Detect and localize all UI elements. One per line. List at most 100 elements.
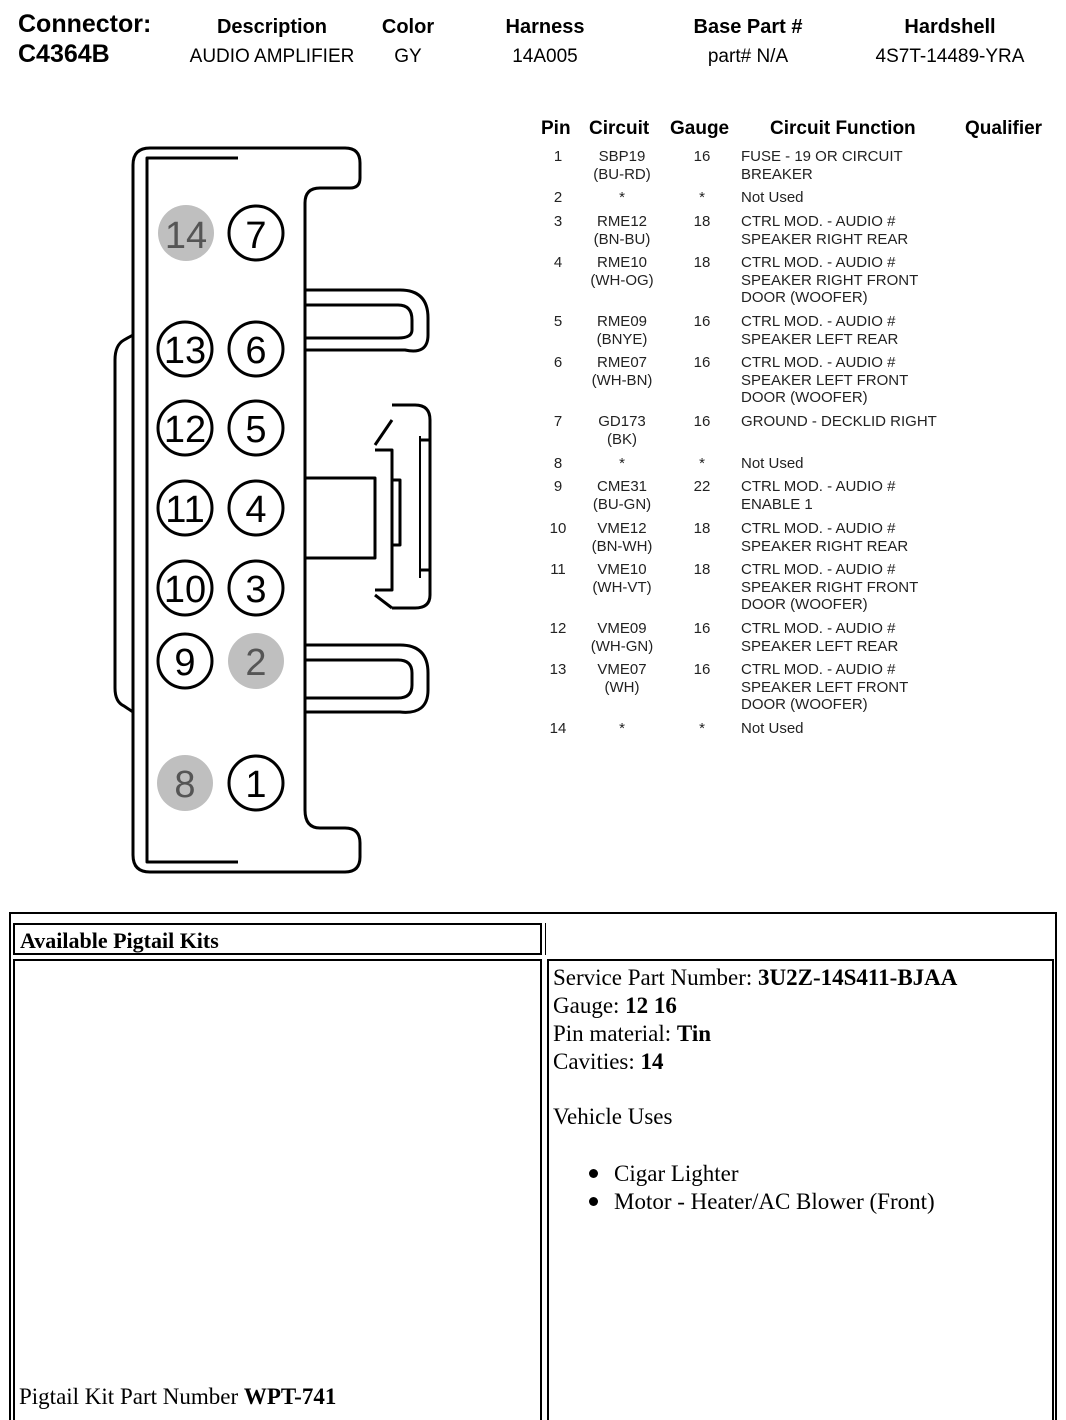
gauge-column-header: Gauge [670,118,730,139]
pin-cavity-3: 3 [227,559,285,617]
circuit-function: CTRL MOD. - AUDIO # SPEAKER LEFT FRONT D… [741,354,909,406]
circuit-code: * [619,720,625,737]
circuit-function: Not Used [741,455,804,472]
function-column-header: Circuit Function [770,118,916,139]
cavities-value: 14 [640,1049,664,1074]
description-header: Description [216,16,328,38]
circuit-function: CTRL MOD. - AUDIO # SPEAKER LEFT REAR [741,313,899,348]
circuit-function: CTRL MOD. - AUDIO # SPEAKER RIGHT FRONT … [741,561,919,613]
wire-gauge: 16 [693,354,711,371]
pin-number: 9 [553,478,563,495]
pigtail-kits-frame [9,912,1057,1420]
circuit-function: CTRL MOD. - AUDIO # SPEAKER RIGHT REAR [741,213,909,248]
pin-cavity-11: 11 [156,479,214,537]
svg-text:8: 8 [174,764,195,806]
pin-number: 1 [553,148,563,165]
pin-cavity-13: 13 [156,320,214,378]
pin-cavity-2: 2 [228,633,284,689]
pin-number: 6 [553,354,563,371]
hardshell-value: 4S7T-14489-YRA [875,46,1025,67]
pigtail-kit-part-number: Pigtail Kit Part Number WPT-741 [19,1384,336,1410]
pigtail-image-panel: Pigtail Kit Part Number WPT-741 [13,959,542,1420]
wire-gauge: 18 [693,213,711,230]
pin-cavity-10: 10 [156,559,214,617]
pin-number: 4 [553,254,563,271]
service-part-label: Service Part Number: [553,965,753,990]
pin-number: 10 [549,520,567,537]
gauge-line: Gauge: 12 16 [553,993,677,1019]
circuit-function: CTRL MOD. - AUDIO # SPEAKER LEFT REAR [741,620,899,655]
circuit-code: * [619,455,625,472]
circuit-code: GD173 (BK) [598,413,646,448]
circuit-function: GROUND - DECKLID RIGHT [741,413,937,430]
pin-number: 11 [550,561,566,578]
wire-gauge: 18 [693,520,711,537]
circuit-function: CTRL MOD. - AUDIO # SPEAKER RIGHT FRONT … [741,254,919,306]
vehicle-use-label: Motor - Heater/AC Blower (Front) [614,1189,935,1214]
connector-label: Connector: [18,10,152,38]
circuit-function: FUSE - 19 OR CIRCUIT BREAKER [741,148,903,183]
pin-cavity-6: 6 [227,320,285,378]
circuit-code: RME07 (WH-BN) [591,354,653,389]
circuit-function: CTRL MOD. - AUDIO # SPEAKER RIGHT REAR [741,520,909,555]
pin-material-value: Tin [676,1021,712,1046]
bullet-icon [589,1197,598,1207]
wire-gauge: * [699,455,705,472]
color-header: Color [381,16,435,38]
circuit-code: CME31 (BU-GN) [592,478,652,513]
pin-number: 7 [553,413,563,430]
pin-cavity-1: 1 [227,754,285,812]
gauge-value: 12 16 [625,993,677,1018]
wire-gauge: 16 [693,620,711,637]
circuit-code: RME09 (BNYE) [596,313,648,348]
pin-number: 5 [553,313,563,330]
circuit-code: VME09 (WH-GN) [590,620,654,655]
pin-cavity-12: 12 [156,399,214,457]
pin-cavity-14: 14 [158,205,214,261]
circuit-code: VME12 (BN-WH) [591,520,653,555]
circuit-function: Not Used [741,720,804,737]
hardshell-header: Hardshell [904,16,996,38]
wire-gauge: 16 [693,313,711,330]
service-part-value: 3U2Z-14S411-BJAA [758,965,958,990]
connector-housing-outline [113,146,432,874]
circuit-code: RME10 (WH-OG) [590,254,654,289]
wire-gauge: * [699,720,705,737]
wire-gauge: 16 [693,413,711,430]
circuit-function: CTRL MOD. - AUDIO # ENABLE 1 [741,478,896,513]
svg-text:4: 4 [245,489,266,531]
svg-text:1: 1 [245,764,266,806]
svg-text:11: 11 [165,489,204,531]
svg-text:3: 3 [245,569,266,611]
base-part-header: Base Part # [693,16,803,38]
svg-text:9: 9 [174,642,195,684]
svg-text:14: 14 [165,215,207,257]
kit-part-label: Pigtail Kit Part Number [19,1384,239,1409]
wire-gauge: 22 [693,478,711,495]
svg-text:6: 6 [245,330,266,372]
pin-material-label: Pin material: [553,1021,672,1046]
circuit-function: Not Used [741,189,804,206]
circuit-code: VME10 (WH-VT) [592,561,652,596]
circuit-code: SBP19 (BU-RD) [593,148,651,183]
description-value: AUDIO AMPLIFIER [189,46,355,67]
pin-cavity-7: 7 [227,204,285,262]
wire-gauge: 18 [693,254,711,271]
wire-gauge: 16 [693,148,711,165]
color-value: GY [394,46,422,67]
svg-text:5: 5 [245,409,266,451]
pin-cavity-9: 9 [156,632,214,690]
circuit-code: RME12 (BN-BU) [593,213,651,248]
pin-column-header: Pin [541,118,571,139]
wire-gauge: 16 [693,661,711,678]
pin-cavity-5: 5 [227,399,285,457]
pin-cavity-4: 4 [227,479,285,537]
svg-text:10: 10 [164,569,206,611]
bullet-icon [589,1169,598,1179]
pin-number: 8 [553,455,563,472]
svg-text:12: 12 [164,409,206,451]
circuit-code: VME07 (WH) [597,661,647,696]
circuit-code: * [619,189,625,206]
pin-material-line: Pin material: Tin [553,1021,711,1047]
service-part-line: Service Part Number: 3U2Z-14S411-BJAA [553,965,957,991]
